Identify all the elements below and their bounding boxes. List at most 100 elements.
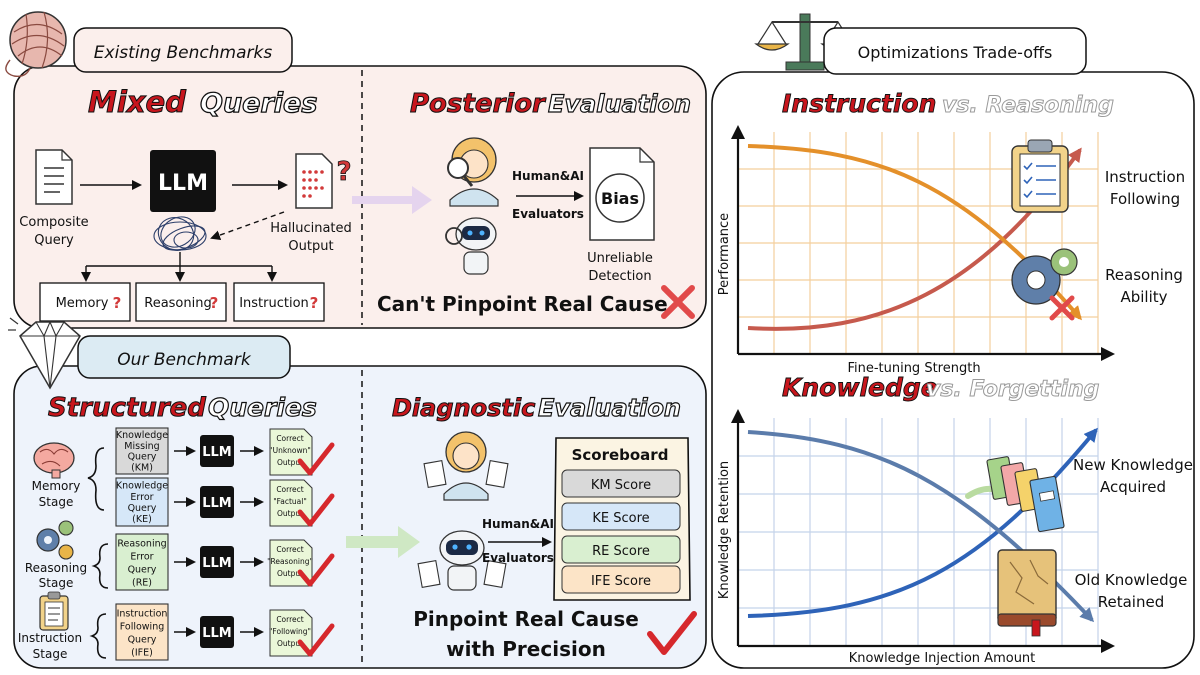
human-evaluator-papers-icon: [423, 431, 509, 501]
llm-label-re: LLM: [202, 556, 232, 571]
existing-benchmarks-title: Existing Benchmarks: [94, 43, 273, 63]
brain-icon: [33, 442, 75, 479]
tradeoffs-title: Optimizations Trade-offs: [858, 43, 1053, 62]
reasoning-stage-label-1: Reasoning: [25, 561, 87, 575]
output-text-ke: "Factual": [273, 497, 307, 506]
output-check-icon-km: [297, 442, 335, 476]
output-text-ife: Correct: [276, 615, 303, 624]
output-text-re: Correct: [276, 545, 303, 554]
chart1-label-b-2: Ability: [1120, 288, 1167, 306]
robot-evaluator-papers-icon: [417, 530, 507, 591]
posterior-title-word: Posterior: [410, 89, 547, 119]
mixed-title-word: Mixed: [88, 85, 186, 119]
query-text-ke: (KE): [132, 514, 152, 525]
diagnostic-evaluation-title-word: Evaluation: [538, 394, 681, 422]
output-text-km: "Unknown": [269, 446, 311, 455]
llm-box-re: [200, 546, 234, 578]
query-text-ife: Query: [128, 634, 157, 645]
reasoning-brace: [91, 543, 109, 589]
llm-label-km: LLM: [202, 445, 232, 460]
query-text-ke: Error: [130, 492, 153, 503]
reasoning-stage-label-2: Stage: [39, 576, 74, 590]
query-text-km: Missing: [124, 441, 159, 452]
cant-pinpoint-text: Can't Pinpoint Real Cause: [377, 292, 668, 316]
robot-evaluator-icon: [445, 217, 497, 275]
broken-gears-icon: [1011, 248, 1078, 321]
score-km-box: [561, 469, 681, 498]
chart1-title-word1: Instruction: [782, 89, 936, 118]
memory-question-mark: ?: [113, 294, 122, 312]
clipboard-icon: [39, 591, 69, 631]
score-re-box: [561, 535, 681, 564]
old-book-icon: [997, 549, 1057, 637]
output-text-re: "Reasoning": [267, 557, 313, 566]
unreliable-label-2: Detection: [588, 269, 651, 284]
output-text-ife: "Following": [269, 627, 311, 636]
chart1-label-a-2: Following: [1110, 190, 1180, 208]
output-text-ke: Correct: [276, 485, 303, 494]
tradeoffs-panel: Optimizations Trade-offs Instruction vs.…: [711, 13, 1195, 669]
structured-title-word: Structured: [48, 393, 206, 423]
yarn-ball-icon: [5, 11, 67, 78]
reasoning-question-mark: ?: [210, 294, 219, 312]
our-benchmark-panel: Our Benchmark Structured Queries Diagnos…: [8, 317, 707, 669]
memory-box: [39, 282, 131, 322]
our-evaluators-label-1: Human&AI: [482, 517, 554, 531]
query-box-re: [115, 533, 169, 591]
existing-evaluators-label-2: Evaluators: [512, 207, 584, 221]
query-text-ife: Instruction: [117, 608, 168, 619]
pinpoint-text-1: Pinpoint Real Cause: [413, 607, 639, 631]
output-check-icon-ife: [297, 623, 335, 657]
score-ke-box: [561, 502, 681, 531]
chart1-xlabel: Fine-tuning Strength: [847, 361, 980, 376]
queries-title-word: Queries: [200, 88, 317, 119]
cross-icon: [661, 285, 695, 319]
reasoning-box: [135, 282, 227, 322]
score-re-label: RE Score: [592, 544, 650, 559]
llm-label: LLM: [158, 171, 208, 196]
query-text-km: Query: [128, 452, 157, 463]
query-text-re: (RE): [132, 577, 152, 588]
tangled-scribble-icon: [153, 216, 207, 251]
query-text-ife: Following: [120, 621, 165, 632]
document-icon: [35, 149, 73, 205]
instruction-question-mark: ?: [310, 294, 319, 312]
hallucination-question-mark: ?: [336, 157, 351, 187]
output-text-km: Output: [277, 458, 303, 467]
pinpoint-text-2: with Precision: [446, 637, 606, 661]
chart2-label-b-2: Retained: [1098, 593, 1164, 611]
scoreboard: Scoreboard KM Score KE Score RE Score IF…: [553, 437, 691, 601]
flow-arrow-green: [346, 526, 420, 558]
human-evaluator-icon: [447, 137, 499, 207]
query-text-re: Reasoning: [117, 538, 166, 549]
scoreboard-title: Scoreboard: [572, 446, 669, 464]
query-row-re: ReasoningErrorQuery(RE)LLMCorrect"Reason…: [115, 533, 335, 591]
query-text-ife: (IFE): [131, 647, 153, 658]
composite-label-1: Composite: [19, 215, 88, 230]
llm-label-ife: LLM: [202, 626, 232, 641]
llm-box-ke: [200, 486, 234, 518]
memory-box-label: Memory: [56, 296, 109, 311]
checkmark-icon: [647, 611, 697, 655]
bias-document-icon: [589, 147, 655, 241]
chart2-label-b-1: Old Knowledge: [1075, 571, 1188, 589]
output-text-re: Output: [277, 569, 303, 578]
llm-box-ife: [200, 616, 234, 648]
memory-stage-label-1: Memory: [32, 479, 81, 493]
score-ife-label: IFE Score: [591, 574, 651, 589]
gears-icon: [36, 520, 74, 560]
output-text-ke: Output: [277, 509, 303, 518]
output-text-ife: Output: [277, 639, 303, 648]
score-ke-label: KE Score: [592, 511, 649, 526]
hallucinated-label-2: Output: [288, 239, 333, 254]
chart1-grid: [738, 132, 1099, 355]
query-text-ke: Knowledge: [116, 481, 168, 492]
chart1-title-word2: vs. Reasoning: [942, 93, 1114, 118]
reasoning-box-label: Reasoning: [144, 296, 211, 311]
score-ife-box: [561, 565, 681, 594]
instruction-stage-label-1: Instruction: [18, 631, 82, 645]
llm-box: [150, 150, 216, 212]
llm-label-ke: LLM: [202, 496, 232, 511]
our-evaluators-label-2: Evaluators: [482, 551, 554, 565]
diagnostic-title-word: Diagnostic: [392, 394, 535, 422]
